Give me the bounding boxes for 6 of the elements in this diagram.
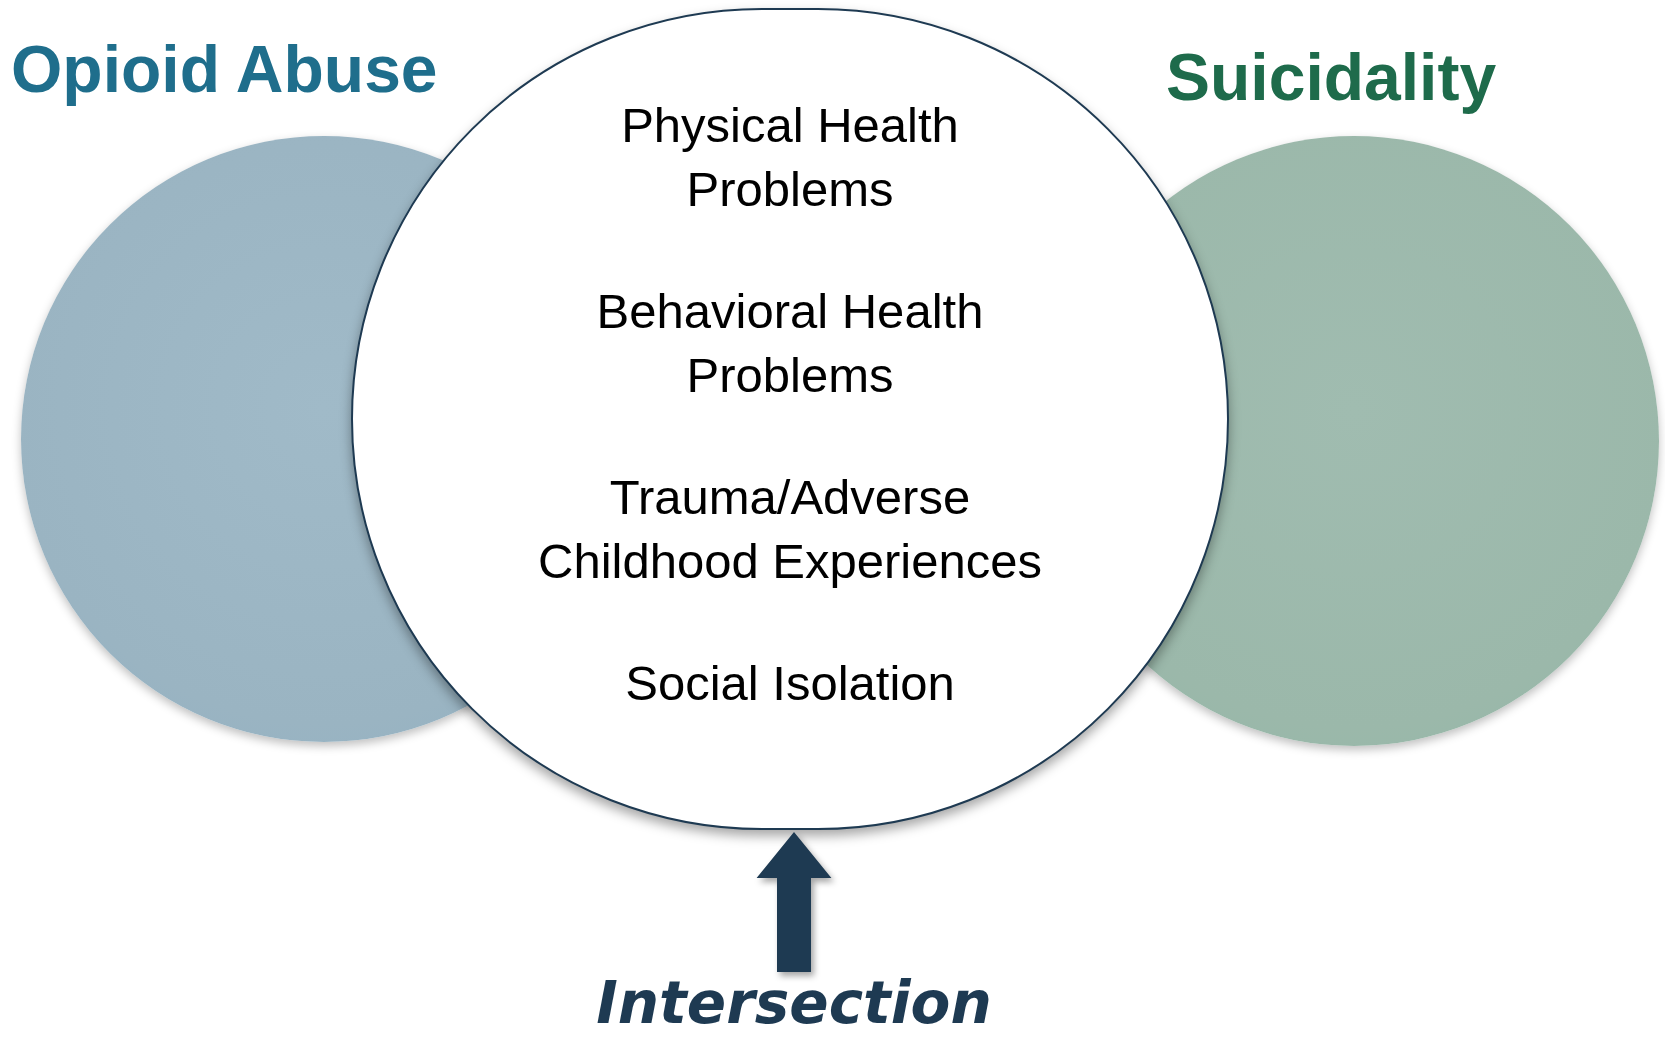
factor-text: Social Isolation: [624, 655, 956, 712]
intersection-label: Intersection: [494, 974, 1094, 1032]
factor-text: Behavioral Health Problems: [595, 283, 985, 404]
arrow: [756, 832, 832, 972]
factor-text: Trauma/Adverse Childhood Experiences: [537, 469, 1043, 590]
factor-text: Physical Health Problems: [620, 97, 960, 218]
